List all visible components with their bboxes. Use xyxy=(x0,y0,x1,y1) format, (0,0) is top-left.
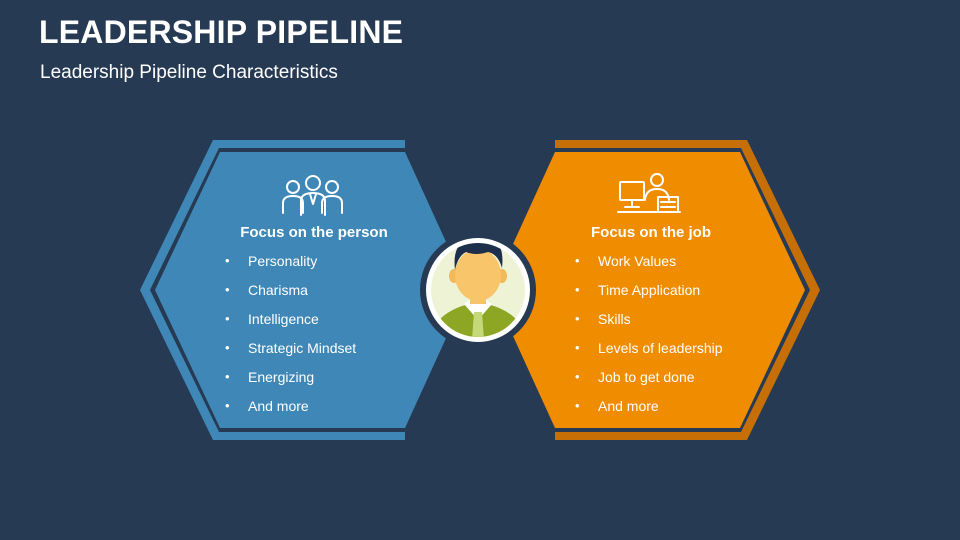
list-item: Charisma xyxy=(214,282,414,311)
list-item: Job to get done xyxy=(564,369,764,398)
right-bullet-list: Work Values Time Application Skills Leve… xyxy=(564,253,764,427)
list-item: And more xyxy=(564,398,764,427)
list-item: Levels of leadership xyxy=(564,340,764,369)
right-panel: Focus on the job Work Values Time Applic… xyxy=(564,224,764,427)
leader-avatar-icon xyxy=(420,232,536,348)
desk-worker-icon xyxy=(617,173,681,213)
list-item: Energizing xyxy=(214,369,414,398)
list-item: Strategic Mindset xyxy=(214,340,414,369)
list-item: Work Values xyxy=(564,253,764,282)
left-bullet-list: Personality Charisma Intelligence Strate… xyxy=(214,253,414,427)
left-panel-heading: Focus on the person xyxy=(240,224,388,241)
slide-subtitle: Leadership Pipeline Characteristics xyxy=(40,62,338,83)
team-icon xyxy=(282,175,343,216)
list-item: And more xyxy=(214,398,414,427)
left-panel: Focus on the person Personality Charisma… xyxy=(214,224,414,427)
list-item: Personality xyxy=(214,253,414,282)
right-panel-heading: Focus on the job xyxy=(591,224,711,241)
list-item: Skills xyxy=(564,311,764,340)
list-item: Intelligence xyxy=(214,311,414,340)
list-item: Time Application xyxy=(564,282,764,311)
slide-title: LEADERSHIP PIPELINE xyxy=(39,14,404,50)
